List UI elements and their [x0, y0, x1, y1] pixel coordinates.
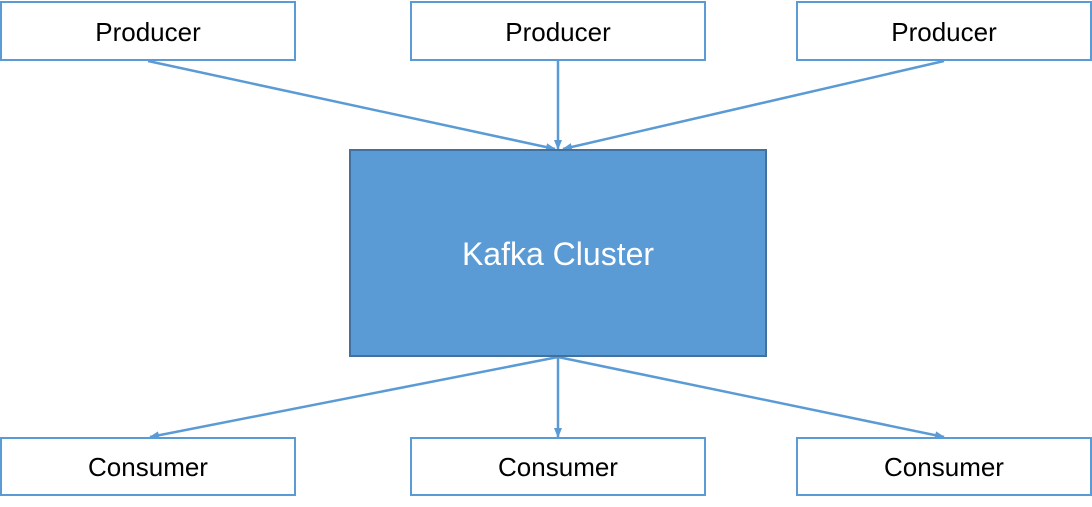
producer-box: [796, 1, 1092, 61]
arrow-cluster-to-consumer-1: [149, 355, 559, 440]
consumer-box: [410, 437, 706, 496]
consumer-label: Consumer: [884, 452, 1004, 482]
consumer-node-1: Consumer: [0, 437, 296, 496]
producer-label: Producer: [505, 17, 611, 47]
consumer-node-3: Consumer: [796, 437, 1092, 496]
consumer-label: Consumer: [498, 452, 618, 482]
producer-label: Producer: [891, 17, 997, 47]
consumer-box: [796, 437, 1092, 496]
producer-node-1: Producer: [0, 1, 296, 61]
producer-node-2: Producer: [410, 1, 706, 61]
consumer-node-2: Consumer: [410, 437, 706, 496]
producer-node-3: Producer: [796, 1, 1092, 61]
producer-box: [410, 1, 706, 61]
kafka-cluster-node: Kafka Cluster: [349, 149, 767, 357]
producer-box: [0, 1, 296, 61]
kafka-cluster-box: [349, 149, 767, 357]
arrow-producer-1-to-cluster: [147, 59, 556, 152]
producer-label: Producer: [95, 17, 201, 47]
consumer-label: Consumer: [88, 452, 208, 482]
arrow-producer-3-to-cluster: [562, 59, 945, 151]
arrow-cluster-to-consumer-3: [557, 355, 945, 440]
kafka-cluster-label: Kafka Cluster: [462, 236, 654, 272]
consumer-box: [0, 437, 296, 496]
